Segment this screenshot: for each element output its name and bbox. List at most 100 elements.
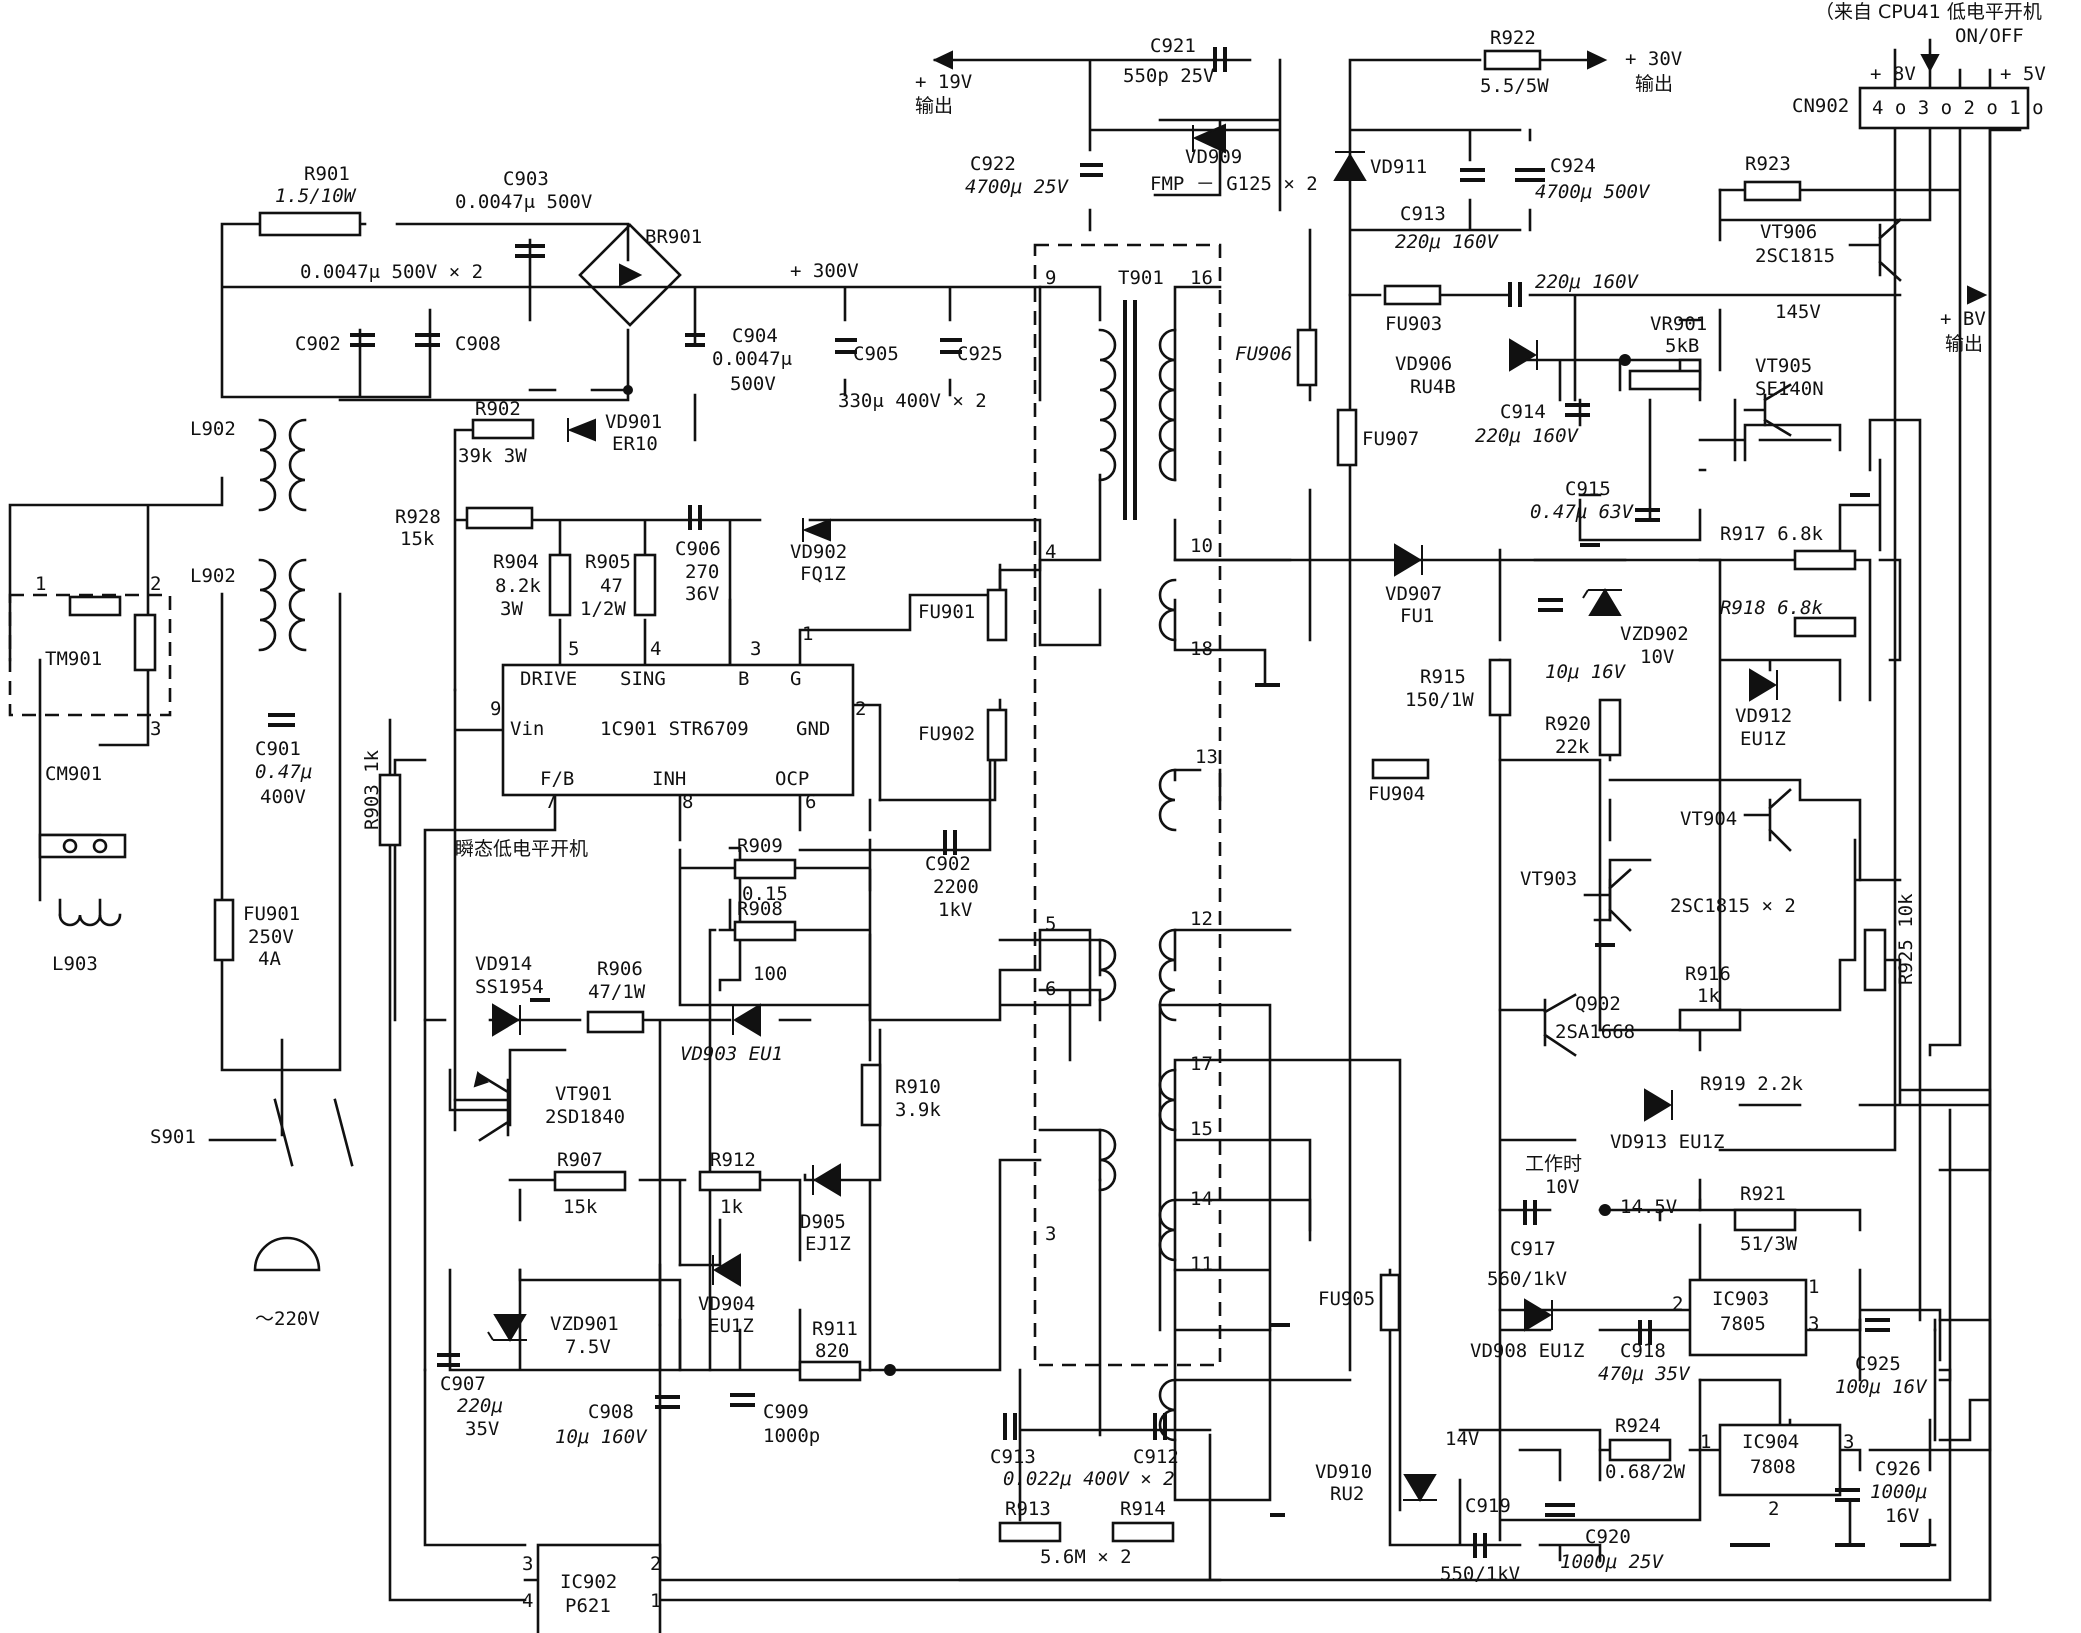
cm901-body — [38, 833, 127, 859]
vd911-icon — [1333, 151, 1367, 181]
vd909-label: VD909 — [1185, 146, 1242, 168]
r911-value: 820 — [815, 1340, 849, 1362]
ic901-pin-num: 5 — [568, 638, 579, 660]
ic904-pin: 2 — [1768, 1498, 1779, 1520]
fu901-current: 4A — [258, 948, 281, 970]
c914-value: 220μ 160V — [1475, 425, 1580, 447]
c914-icon — [1565, 403, 1590, 417]
c924-value: 4700μ 500V — [1535, 181, 1651, 203]
r917-icon — [1793, 549, 1857, 571]
r906-icon — [586, 1010, 645, 1034]
r913-icon — [998, 1521, 1062, 1543]
ic902-pin: 1 — [650, 1590, 661, 1612]
r904-value: 8.2k — [495, 575, 541, 597]
vzd901-value: 7.5V — [565, 1336, 611, 1358]
c915-icon — [1635, 508, 1660, 522]
c909-label: C909 — [763, 1401, 809, 1423]
ic902-part: P621 — [565, 1595, 611, 1617]
ic904-pin: 3 — [1843, 1431, 1854, 1453]
output-arrow-bv — [1967, 285, 1988, 305]
ic901-pin-ocp: OCP — [775, 768, 809, 790]
cn902-name: CN902 — [1792, 95, 1849, 117]
r910-value: 3.9k — [895, 1099, 941, 1121]
t901-pin: 5 — [1045, 913, 1056, 935]
ic901-pin-sing: SING — [620, 668, 666, 690]
r928-icon — [465, 506, 534, 530]
c902b-value: 2200 — [933, 876, 979, 898]
r914-icon — [1111, 1521, 1175, 1543]
ic901-pin-num: 4 — [650, 638, 661, 660]
c901-voltage: 400V — [260, 786, 306, 808]
c913-912-value: 0.022μ 400V × 2 — [1003, 1468, 1175, 1490]
r906-value: 47/1W — [588, 981, 646, 1003]
c904-label: C904 — [732, 325, 778, 347]
transformer-outline — [1033, 243, 1222, 1367]
capacitors — [268, 47, 1890, 1558]
r919-label: R919 2.2k — [1700, 1073, 1804, 1095]
t901-pin: 13 — [1195, 746, 1218, 768]
working-voltage: 10V — [1545, 1176, 1579, 1198]
vzd901-icon — [487, 1314, 527, 1342]
r910-label: R910 — [895, 1076, 941, 1098]
c920-icon — [1545, 1503, 1575, 1517]
t901-pin: 3 — [1045, 1223, 1056, 1245]
vr901-value: 5kB — [1665, 335, 1699, 357]
c905-925-value: 330μ 400V × 2 — [838, 390, 987, 412]
power-switch-icon[interactable] — [208, 1098, 354, 1167]
c145-value: 220μ 160V — [1535, 271, 1640, 293]
vt-pair-value: 2SC1815 × 2 — [1670, 895, 1796, 917]
vd903-icon — [732, 1003, 761, 1037]
ic901-pin-g: G — [790, 668, 801, 690]
fu906-fuse-icon — [1296, 328, 1318, 387]
vt901-value: 2SD1840 — [545, 1106, 625, 1128]
ground-symbols — [530, 493, 1930, 1547]
fu903-label: FU903 — [1385, 313, 1442, 335]
vzd902-icon — [1582, 588, 1622, 616]
fu904-fuse-icon — [1371, 758, 1430, 780]
ic904-part: 7808 — [1750, 1456, 1796, 1478]
r905-power: 1/2W — [580, 598, 626, 620]
ic903-pin: 2 — [1672, 1293, 1683, 1315]
cn902-5v: + 5V — [2000, 63, 2046, 85]
bridge-rectifier — [578, 223, 682, 327]
ic904-body — [1718, 1423, 1842, 1497]
r916-label: R916 — [1685, 963, 1731, 985]
vd902-value: FQ1Z — [800, 563, 846, 585]
vt901-icon — [453, 1073, 510, 1142]
r907-value: 15k — [563, 1196, 598, 1218]
r921-icon — [1733, 1208, 1797, 1232]
c904-value: 0.0047μ — [712, 348, 792, 370]
vd907-value: FU1 — [1400, 605, 1434, 627]
fu901-label: FU901 — [243, 903, 300, 925]
r905-icon — [633, 553, 657, 617]
c918-icon — [1638, 1320, 1652, 1345]
cn902-body — [1858, 86, 2030, 130]
cn902-pins: 4 o 3 o 2 o 1 o — [1872, 97, 2044, 119]
c902b-voltage: 1kV — [938, 899, 972, 921]
t901-pin: 4 — [1045, 541, 1056, 563]
output-300v: + 300V — [790, 260, 859, 282]
vd908-icon — [1524, 1298, 1553, 1332]
fu902-label: FU902 — [918, 723, 975, 745]
vr901-body — [1628, 369, 1702, 391]
ic901-pin-fb: F/B — [540, 768, 574, 790]
vd914-icon — [492, 1003, 521, 1037]
c10u-value: 10μ 16V — [1545, 661, 1627, 683]
r920-value: 22k — [1555, 736, 1590, 758]
vd901-value: ER10 — [612, 433, 658, 455]
ic901-pin-num: 8 — [682, 791, 693, 813]
fu901b-label: FU901 — [918, 601, 975, 623]
r907-label: R907 — [557, 1149, 603, 1171]
vd904-value: EU1Z — [708, 1315, 754, 1337]
vt901-arrow — [473, 1071, 489, 1088]
ic901-pin-num: 1 — [802, 623, 813, 645]
output-arrow-19v — [932, 50, 953, 70]
c907-icon — [437, 1353, 460, 1367]
c908-label: C908 — [455, 333, 501, 355]
vd914-value: SS1954 — [475, 976, 544, 998]
r903-label: R903 1k — [361, 749, 383, 830]
c901-value: 0.47μ — [255, 761, 312, 783]
c924-icon — [1515, 168, 1545, 182]
vd909-value: FMP － G125 × 2 — [1150, 173, 1318, 195]
